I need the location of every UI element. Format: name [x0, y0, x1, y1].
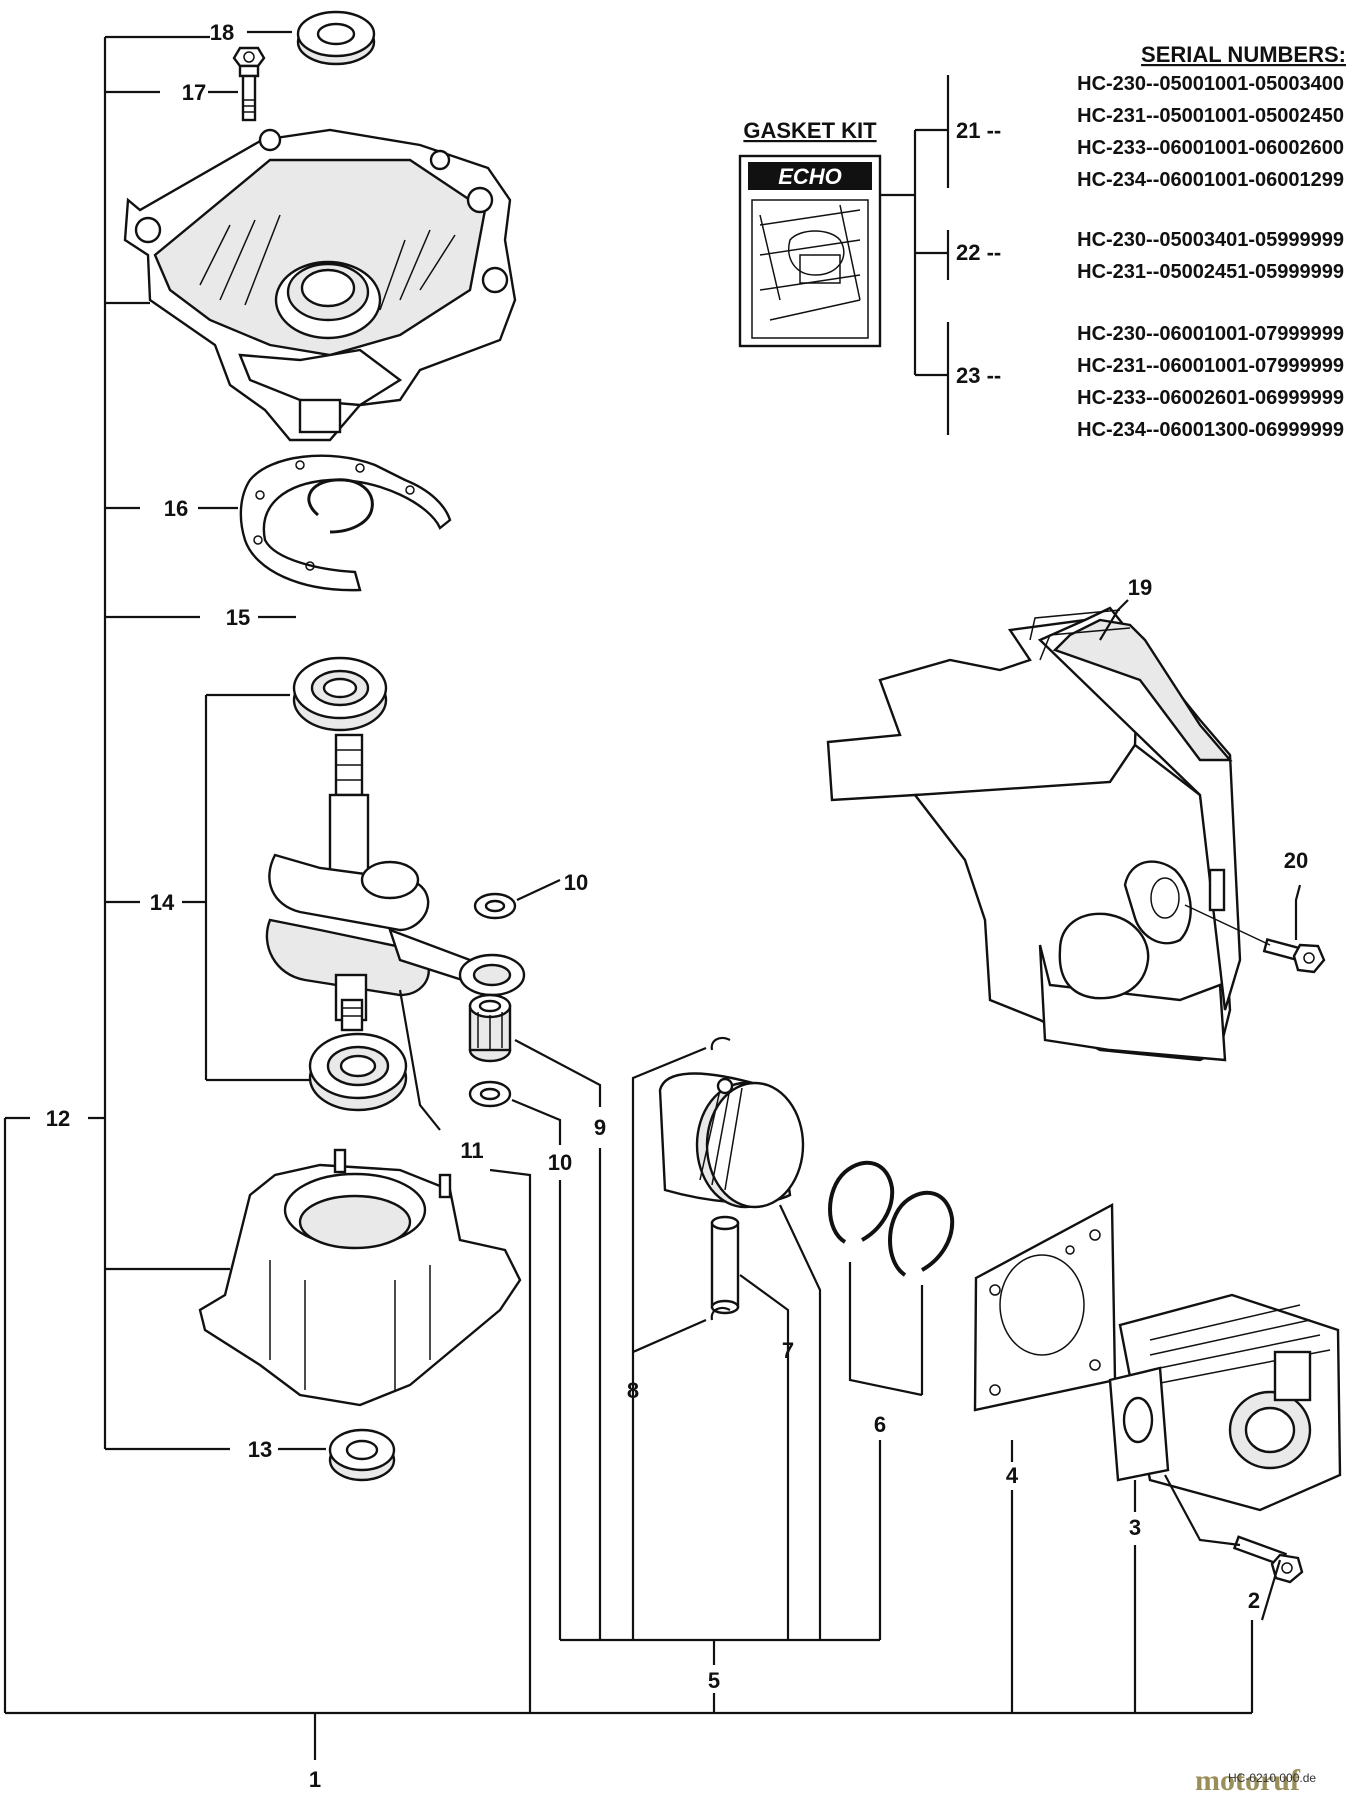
piston-ring-6-a: [828, 1160, 895, 1244]
bracket-14: [182, 693, 310, 1082]
callout-9: 9: [594, 1115, 606, 1140]
oil-seal-13: [328, 1428, 396, 1482]
callout-6: 6: [874, 1412, 886, 1437]
washer-10-upper: [473, 892, 517, 920]
piston-ring-6-b: [888, 1190, 955, 1277]
callout-23: 23 --: [956, 363, 1001, 388]
callout-19: 19: [1128, 575, 1152, 600]
circlip-15: [307, 478, 374, 534]
callout-13: 13: [248, 1437, 272, 1462]
callout-14: 14: [150, 890, 175, 915]
serial-line: HC-231--06001001-07999999: [1077, 355, 1344, 377]
serial-line: HC-230--05001001-05003400: [1077, 73, 1344, 95]
gasket-kit-title: GASKET KIT: [743, 118, 877, 143]
crankshaft: [265, 733, 526, 1032]
bolt-2: [1232, 1535, 1304, 1584]
callout-10-lower: 10: [548, 1150, 572, 1175]
needle-bearing-9: [468, 993, 512, 1063]
cylinder-gasket-4: [973, 1203, 1117, 1412]
assembly-bracket-12: [3, 35, 1252, 1715]
serial-numbers-title: SERIAL NUMBERS:: [1141, 42, 1346, 67]
callout-7: 7: [782, 1338, 794, 1363]
callout-17: 17: [182, 80, 206, 105]
serial-group-22: HC-230--05003401-05999999 HC-231--050024…: [1077, 229, 1344, 283]
clip-8-lower: [710, 1306, 731, 1321]
callout-10-upper: 10: [564, 870, 588, 895]
callout-22: 22 --: [956, 240, 1001, 265]
bearing-lower: [308, 1032, 408, 1112]
callout-21: 21 --: [956, 118, 1001, 143]
callout-12: 12: [46, 1106, 70, 1131]
callout-1: 1: [309, 1767, 321, 1792]
bracket-21-23: [913, 75, 950, 435]
callout-11: 11: [460, 1138, 483, 1163]
callout-20: 20: [1284, 848, 1308, 873]
serial-line: HC-231--05001001-05002450: [1077, 105, 1344, 127]
bolt-17: [232, 46, 266, 122]
gasket-16: [239, 454, 452, 592]
serial-line: HC-231--05002451-05999999: [1077, 261, 1344, 283]
callout-18: 18: [210, 20, 234, 45]
serial-line: HC-234--06001001-06001299: [1077, 169, 1344, 191]
callout-15: 15: [226, 605, 250, 630]
diagram-code: HC-0210 000.de: [1228, 1771, 1316, 1785]
gasket-kit-package: [738, 154, 882, 348]
callout-2: 2: [1248, 1588, 1260, 1613]
crankcase-upper: [123, 128, 517, 442]
bearing-upper: [292, 656, 388, 732]
callout-4: 4: [1006, 1463, 1019, 1488]
serial-group-21: HC-230--05001001-05003400 HC-231--050010…: [1077, 73, 1344, 191]
watermark: motoruf: [1195, 1764, 1301, 1797]
cylinder-3: [1108, 1293, 1342, 1512]
crankcase-lower: [198, 1148, 522, 1407]
clip-8-upper: [710, 1036, 731, 1051]
serial-line: HC-230--06001001-07999999: [1077, 323, 1344, 345]
piston-pin-7: [710, 1215, 740, 1315]
serial-line: HC-233--06002601-06999999: [1077, 387, 1344, 409]
bolt-20: [1262, 938, 1326, 974]
serial-line: HC-234--06001300-06999999: [1077, 419, 1344, 441]
piston: [658, 1072, 805, 1209]
cylinder-cover-19: [826, 606, 1242, 1062]
callout-16: 16: [164, 496, 188, 521]
callout-3: 3: [1129, 1515, 1141, 1540]
serial-line: HC-230--05003401-05999999: [1077, 229, 1344, 251]
callout-8: 8: [627, 1378, 639, 1403]
serial-group-23: HC-230--06001001-07999999 HC-231--060010…: [1077, 323, 1344, 441]
oil-seal-18: [296, 10, 376, 66]
bracket-5: [560, 1638, 880, 1713]
washer-10-lower: [468, 1080, 512, 1108]
echo-logo: ECHO: [778, 164, 842, 189]
serial-line: HC-233--06001001-06002600: [1077, 137, 1344, 159]
callout-5: 5: [708, 1668, 720, 1693]
